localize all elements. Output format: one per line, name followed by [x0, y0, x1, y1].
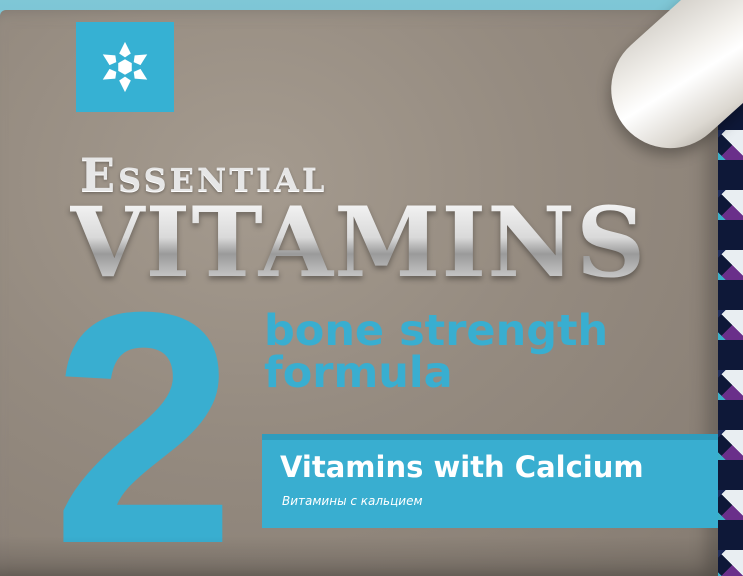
- tagline-line-1: bone strength: [264, 306, 609, 356]
- product-box: Essential VITAMINS 2 bone strength formu…: [0, 10, 718, 576]
- snowflake-icon: [102, 41, 148, 93]
- variant-subtitle-ru: Витамины с кальцием: [282, 494, 423, 508]
- brand-logo: [76, 22, 174, 112]
- tagline-line-2: formula: [264, 348, 453, 398]
- box-shadow: [0, 536, 718, 576]
- variant-label: Vitamins with Calcium Витамины с кальцие…: [262, 434, 718, 528]
- product-name: VITAMINS: [70, 186, 647, 299]
- product-line: Essential: [80, 148, 328, 202]
- formula-tagline: bone strength formula: [264, 306, 704, 398]
- variant-title: Vitamins with Calcium: [280, 450, 644, 484]
- label-edge: [262, 434, 718, 440]
- formula-number: 2: [52, 243, 236, 576]
